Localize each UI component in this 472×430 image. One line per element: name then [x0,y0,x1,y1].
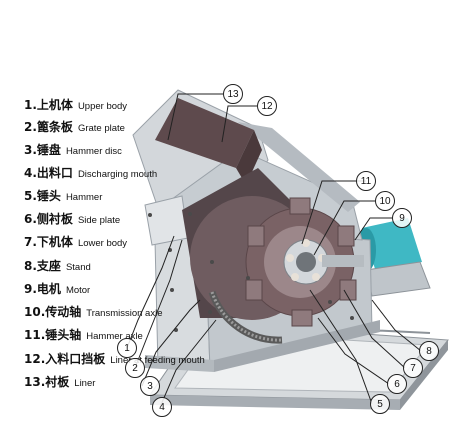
legend-chinese-label: 上机体 [36,98,73,112]
legend-chinese-label: 锤盘 [36,143,61,157]
legend-english-label: Hammer axle [86,331,143,342]
callout-7: 7 [403,358,423,378]
legend-item-grate-plate: 2.篦条板 Grate plate [24,118,125,138]
legend-english-label: Lower body [77,238,128,249]
callout-8: 8 [419,341,439,361]
legend-english-label: Motor [65,285,91,296]
callout-6: 6 [387,374,407,394]
legend-number: 12. [24,352,46,366]
legend-number: 3. [24,143,37,157]
legend-item-hammer-disc: 3.锤盘 Hammer disc [24,141,122,161]
legend-english-label: Stand [65,262,91,273]
legend-chinese-label: 传动轴 [45,305,82,319]
callout-12: 12 [257,96,277,116]
legend-chinese-label: 锤头 [36,189,61,203]
legend-item-hammer: 5.锤头 Hammer [24,187,102,207]
grate-plate [208,290,283,344]
legend-item-hammer-axle: 11.锤头轴 Hammer axle [24,326,143,346]
legend-number: 13. [24,375,46,389]
legend-chinese-label: 支座 [36,259,61,273]
legend-english-label: Transmission axle [86,308,163,319]
hammer-heads [245,197,357,327]
legend-chinese-label: 电机 [36,282,61,296]
bolts [148,212,354,332]
callout-2: 2 [125,358,145,378]
legend-chinese-label: 下机体 [36,235,73,249]
legend-english-label: Hammer [65,192,103,203]
legend-item-transmission-axle: 10.传动轴 Transmission axle [24,303,162,323]
callout-4: 4 [152,397,172,417]
legend-chinese-label: 锤头轴 [45,328,82,342]
legend-number: 7. [24,235,37,249]
callout-10: 10 [375,191,395,211]
callout-9: 9 [392,208,412,228]
callout-3: 3 [140,376,160,396]
callout-5: 5 [370,394,390,414]
legend-item-motor: 9.电机 Motor [24,280,90,300]
legend-item-lower-body: 7.下机体 Lower body [24,233,127,253]
legend-number: 1. [24,98,37,112]
legend-number: 10. [24,305,46,319]
legend-number: 6. [24,212,37,226]
legend-number: 5. [24,189,37,203]
legend-item-feeding-liner: 12.入料口挡板 Liner at feeding mouth [24,350,205,370]
legend-item-liner: 13.衬板 Liner [24,373,95,393]
legend-number: 11. [24,328,46,342]
legend-chinese-label: 侧衬板 [36,212,73,226]
legend-english-label: Upper body [77,101,128,112]
legend-number: 9. [24,282,37,296]
leader-lines [126,93,422,408]
rotor [245,197,364,327]
feed-liner [155,98,262,185]
callout-11: 11 [356,171,376,191]
legend-chinese-label: 出料口 [36,166,73,180]
legend-english-label: Liner at feeding mouth [110,355,205,366]
callout-13: 13 [223,84,243,104]
legend-chinese-label: 篦条板 [36,120,73,134]
legend-english-label: Liner [74,378,96,389]
legend-item-side-plate: 6.侧衬板 Side plate [24,210,120,230]
legend-chinese-label: 入料口挡板 [45,352,106,366]
legend-english-label: Discharging mouth [77,169,158,180]
callout-1: 1 [117,338,137,358]
legend-english-label: Grate plate [77,123,125,134]
legend-number: 8. [24,259,37,273]
legend-english-label: Side plate [77,215,121,226]
legend-number: 2. [24,120,37,134]
legend-item-upper-body: 1.上机体 Upper body [24,96,127,116]
legend-english-label: Hammer disc [65,146,122,157]
legend-chinese-label: 衬板 [45,375,70,389]
legend-item-stand: 8.支座 Stand [24,257,91,277]
legend-item-discharging-mouth: 4.出料口 Discharging mouth [24,164,157,184]
legend-number: 4. [24,166,37,180]
